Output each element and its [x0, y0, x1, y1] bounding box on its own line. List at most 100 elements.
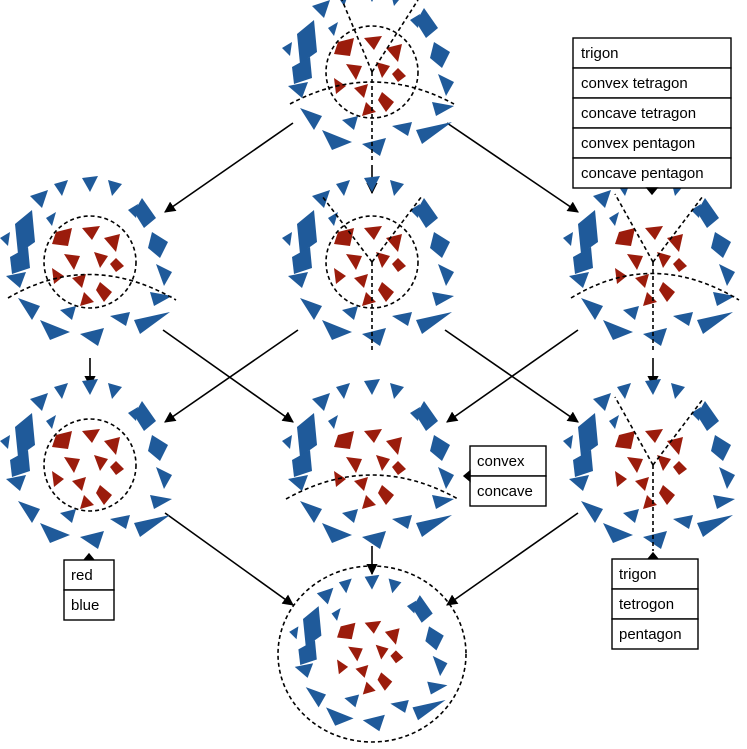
red-polygon [386, 437, 402, 455]
blue-polygon [390, 383, 404, 399]
blue-polygon [46, 212, 56, 226]
legend-pointer [645, 187, 659, 196]
red-polygon [52, 471, 64, 487]
red-polygon [52, 431, 72, 449]
legend-label: convex pentagon [581, 135, 695, 152]
red-polygon [615, 431, 635, 449]
blue-polygon [623, 306, 639, 320]
red-polygon [627, 457, 643, 473]
type-divider-right [371, 0, 419, 73]
outer-ellipse-divider [277, 565, 467, 743]
red-polygon [104, 234, 120, 252]
blue-polygon [719, 264, 735, 286]
blue-polygon [430, 42, 450, 68]
blue-polygon [297, 413, 317, 457]
blue-polygon [645, 379, 661, 395]
red-polygon [645, 429, 663, 443]
blue-polygon [340, 0, 347, 6]
blue-polygon [438, 264, 454, 286]
red-polygon [364, 620, 382, 634]
blue-polygon [288, 475, 308, 491]
legend-label: tetrogon [619, 596, 674, 613]
legend-label: concave [477, 483, 533, 500]
blue-polygon [292, 247, 312, 274]
blue-polygon [671, 383, 685, 399]
blue-polygon [673, 312, 693, 326]
legend-polygon-order: trigon tetrogon pentagon [611, 551, 699, 650]
red-polygon [386, 44, 402, 62]
arrow-midleft-to-lowcenter [162, 329, 294, 423]
blue-polygon [15, 210, 35, 254]
blue-polygon [297, 210, 317, 254]
blue-polygon [312, 393, 330, 411]
blue-polygon [569, 475, 589, 491]
red-polygon [392, 461, 406, 475]
blue-polygon [617, 383, 631, 399]
red-polygon [375, 644, 389, 660]
blue-polygon [362, 138, 386, 156]
blue-polygon [128, 204, 138, 218]
red-polygon [378, 92, 394, 112]
blue-polygon [430, 232, 450, 258]
blue-polygon [390, 700, 409, 713]
red-polygon [52, 228, 72, 246]
red-polygon [110, 461, 124, 475]
red-polygon [635, 274, 649, 288]
blue-polygon [362, 328, 386, 346]
legend-pointer [646, 551, 660, 560]
blue-polygon [410, 14, 420, 28]
blue-polygon [288, 82, 308, 98]
legend-pointer [462, 469, 471, 483]
blue-polygon [292, 450, 312, 477]
blue-polygon [412, 700, 446, 721]
blue-polygon [336, 383, 350, 399]
legend-row [63, 559, 115, 591]
legend-row [572, 97, 732, 129]
blue-polygon [390, 180, 404, 196]
blue-polygon [581, 501, 603, 523]
blue-polygon [6, 475, 26, 491]
red-polygon [82, 429, 100, 443]
blue-polygon [322, 320, 352, 340]
blue-polygon [425, 626, 444, 651]
red-polygon [96, 485, 112, 505]
arrows [84, 122, 659, 606]
legend-color: red blue [63, 552, 115, 621]
blue-polygon [416, 515, 452, 537]
red-polygon [354, 84, 368, 98]
arrow-midright-to-lowcenter [446, 329, 579, 423]
blue-polygon [300, 501, 322, 523]
legend-row [63, 589, 115, 621]
red-polygon [334, 228, 354, 246]
blue-polygon [406, 600, 417, 614]
red-polygon [94, 455, 108, 471]
convexity-arc-divider [7, 273, 177, 301]
cluster-low-center [282, 379, 459, 549]
legend-shape-types: trigon convex tetragon concave tetragon … [572, 37, 732, 196]
blue-polygon [322, 523, 352, 543]
blue-polygon [54, 180, 68, 196]
blue-polygon [362, 531, 386, 549]
red-polygon [667, 234, 683, 252]
legend-row [572, 127, 732, 159]
legend-label: concave tetragon [581, 105, 696, 122]
blue-polygon [40, 523, 70, 543]
blue-polygon [148, 435, 168, 461]
red-polygon [354, 274, 368, 288]
blue-polygon [156, 264, 172, 286]
red-polygon [354, 477, 368, 491]
blue-polygon [54, 383, 68, 399]
red-polygon [337, 622, 356, 640]
red-polygon [627, 254, 643, 270]
blue-polygon [578, 413, 598, 457]
red-polygon [362, 495, 376, 509]
blue-polygon [82, 176, 98, 192]
blue-polygon [328, 415, 338, 429]
cluster-mid-left [0, 176, 177, 346]
red-polygon [645, 226, 663, 240]
red-polygon [635, 477, 649, 491]
blue-polygon [128, 407, 138, 421]
blue-polygon [312, 190, 330, 208]
red-polygon [80, 292, 94, 306]
blue-polygon [432, 655, 448, 677]
